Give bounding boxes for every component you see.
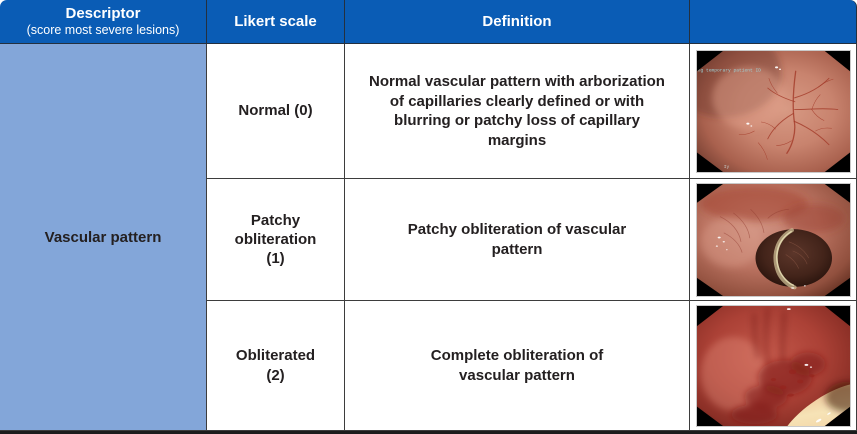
endoscopy-normal-vascular-pattern-image: 2025 ng temporary patient ID Iy xyxy=(695,49,851,173)
header-descriptor: Descriptor (score most severe lesions) xyxy=(0,0,207,44)
endoscopy-patchy-obliteration-image xyxy=(695,182,851,297)
header-descriptor-title: Descriptor xyxy=(65,5,141,23)
likert-cell-obliterated: Obliterated (2) xyxy=(207,301,345,431)
image-cell-obliterated xyxy=(690,301,857,431)
header-descriptor-subtitle: (score most severe lesions) xyxy=(26,23,180,38)
likert-cell-normal: Normal (0) xyxy=(207,44,345,179)
definition-cell-patchy: Patchy obliteration of vascular pattern xyxy=(345,179,690,301)
likert-cell-patchy: Patchy obliteration (1) xyxy=(207,179,345,301)
header-likert-scale: Likert scale xyxy=(207,0,345,44)
image-cell-normal: 2025 ng temporary patient ID Iy xyxy=(690,44,857,179)
definition-cell-obliterated: Complete obliteration of vascular patter… xyxy=(345,301,690,431)
header-definition: Definition xyxy=(345,0,690,44)
descriptor-cell: Vascular pattern xyxy=(0,44,207,431)
header-image-column xyxy=(690,0,857,44)
image-cell-patchy xyxy=(690,179,857,301)
endoscopy-overlay-patient-id: ng temporary patient ID xyxy=(697,67,760,73)
definition-cell-normal: Normal vascular pattern with arborizatio… xyxy=(345,44,690,179)
endoscopy-complete-obliteration-image xyxy=(695,304,851,427)
endoscopy-overlay-bottom-mark: Iy xyxy=(723,164,729,170)
